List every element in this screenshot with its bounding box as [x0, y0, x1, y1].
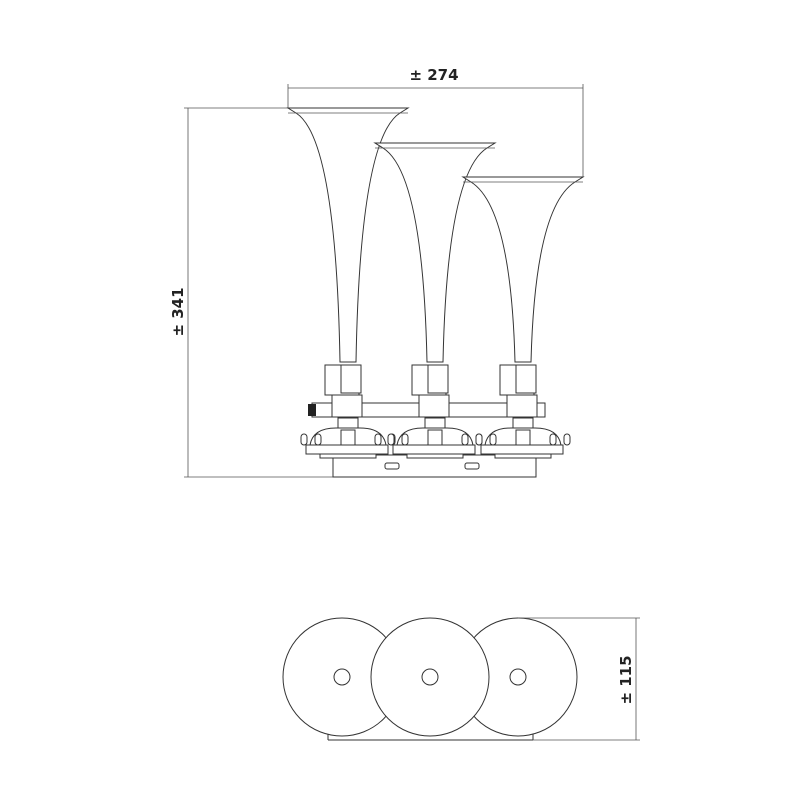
mounting-plate [392, 444, 476, 455]
depth-dimension: ± 115 [518, 617, 640, 741]
horn-trumpet [286, 107, 410, 363]
mounting-plate [480, 444, 564, 455]
air-inlet-fitting [308, 404, 316, 416]
height-label: ± 341 [169, 287, 187, 336]
horn-top-view [282, 617, 578, 741]
horn-trumpet [461, 176, 585, 363]
width-label: ± 274 [409, 66, 458, 84]
height-dimension: ± 341 [169, 107, 333, 478]
horn-front-view [286, 107, 585, 478]
depth-label: ± 115 [617, 655, 635, 704]
horn-trumpet [373, 142, 497, 363]
mounting-plate [305, 444, 389, 455]
width-dimension: ± 274 [287, 66, 584, 177]
